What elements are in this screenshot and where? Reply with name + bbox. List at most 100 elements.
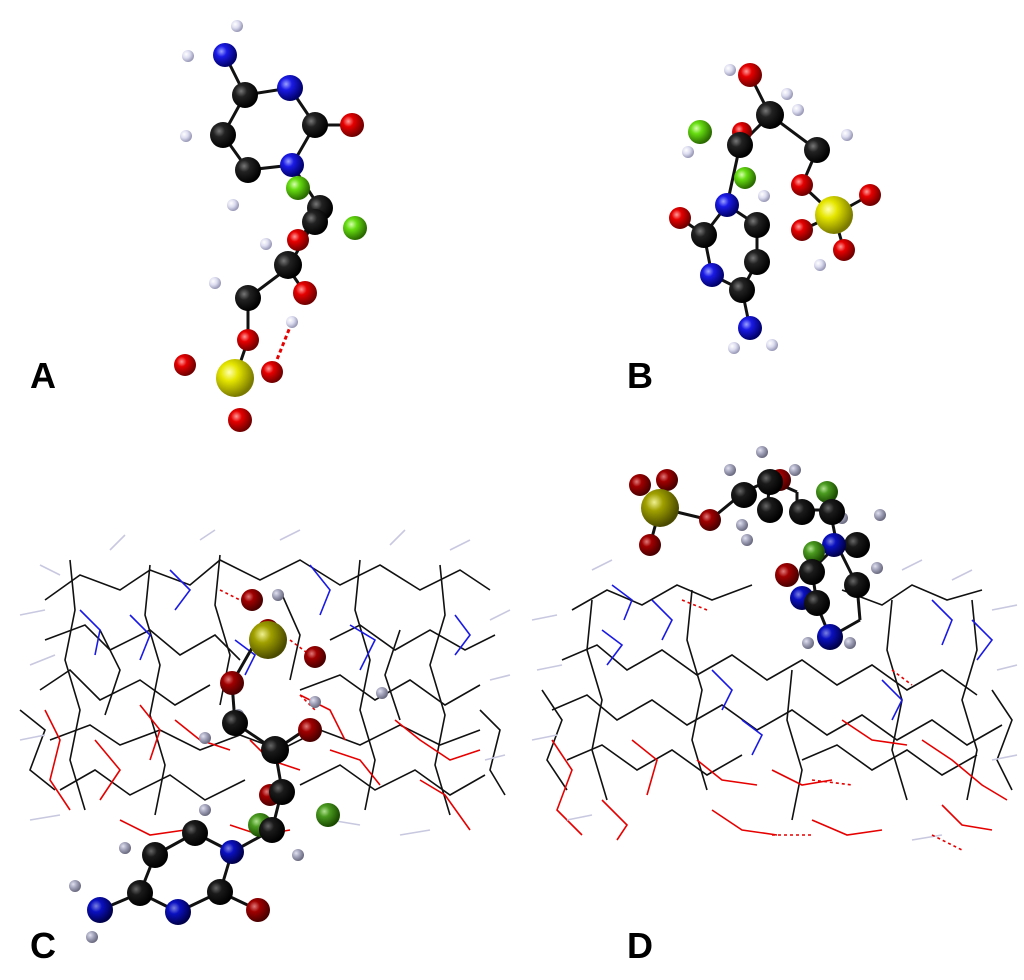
carbon-atom bbox=[222, 710, 248, 736]
hydrogen-atom bbox=[736, 519, 748, 531]
molecule-b-diagram bbox=[669, 63, 881, 354]
molecule-d-diagram bbox=[531, 446, 1018, 851]
nitrogen-atom bbox=[715, 193, 739, 217]
atoms-c bbox=[69, 589, 388, 943]
hydrogen-atom bbox=[199, 732, 211, 744]
oxygen-atom bbox=[174, 354, 196, 376]
carbon-atom bbox=[731, 482, 757, 508]
oxygen-atom bbox=[738, 63, 762, 87]
hydrogen-atom bbox=[871, 562, 883, 574]
oxygen-atom bbox=[669, 207, 691, 229]
hydrogen-atom bbox=[86, 931, 98, 943]
carbon-atom bbox=[799, 559, 825, 585]
sulfur-atom bbox=[249, 621, 287, 659]
hydrogen-atom bbox=[682, 146, 694, 158]
panel-label-a: A bbox=[30, 355, 56, 396]
nitrogen-atom bbox=[220, 840, 244, 864]
carbon-atom bbox=[844, 532, 870, 558]
hydrogen-atom bbox=[309, 696, 321, 708]
panel-b: B bbox=[512, 0, 1024, 440]
carbon-atom bbox=[269, 779, 295, 805]
hydrogen-atom bbox=[802, 637, 814, 649]
oxygen-atom bbox=[287, 229, 309, 251]
hydrogen-atom bbox=[292, 849, 304, 861]
hydrogen-atom bbox=[260, 238, 272, 250]
carbon-atom bbox=[235, 285, 261, 311]
oxygen-atom bbox=[656, 469, 678, 491]
oxygen-atom bbox=[833, 239, 855, 261]
hydrogen-atom bbox=[814, 259, 826, 271]
oxygen-atom bbox=[699, 509, 721, 531]
oxygen-atom bbox=[629, 474, 651, 496]
hydrogen-atom bbox=[286, 316, 298, 328]
atoms-b bbox=[669, 63, 881, 354]
oxygen-atom bbox=[791, 174, 813, 196]
oxygen-atom bbox=[639, 534, 661, 556]
hydrogen-atom bbox=[874, 509, 886, 521]
panel-d: D bbox=[512, 440, 1024, 980]
atoms-d bbox=[629, 446, 886, 650]
hydrogen-atom bbox=[272, 589, 284, 601]
carbon-atom bbox=[302, 112, 328, 138]
oxygen-atom bbox=[340, 113, 364, 137]
hydrogen-atom bbox=[728, 342, 740, 354]
panel-label-d: D bbox=[627, 925, 653, 966]
oxygen-atom bbox=[220, 671, 244, 695]
cyclodextrin-wireframe-d bbox=[531, 559, 1018, 851]
carbon-atom bbox=[744, 212, 770, 238]
fluorine-atom bbox=[688, 120, 712, 144]
carbon-atom bbox=[804, 590, 830, 616]
nitrogen-atom bbox=[280, 153, 304, 177]
hydrogen-atom bbox=[841, 129, 853, 141]
carbon-atom bbox=[210, 122, 236, 148]
nitrogen-atom bbox=[277, 75, 303, 101]
hydrogen-atom bbox=[209, 277, 221, 289]
nitrogen-atom bbox=[165, 899, 191, 925]
carbon-atom bbox=[142, 842, 168, 868]
oxygen-atom bbox=[791, 219, 813, 241]
carbon-atom bbox=[756, 101, 784, 129]
nitrogen-atom bbox=[822, 533, 846, 557]
hydrogen-atom bbox=[231, 20, 243, 32]
carbon-atom bbox=[232, 82, 258, 108]
oxygen-atom bbox=[228, 408, 252, 432]
carbon-atom bbox=[259, 817, 285, 843]
hydrogen-atom bbox=[741, 534, 753, 546]
nitrogen-atom bbox=[700, 263, 724, 287]
hydrogen-atom bbox=[756, 446, 768, 458]
carbon-atom bbox=[819, 499, 845, 525]
oxygen-atom bbox=[298, 718, 322, 742]
oxygen-atom bbox=[775, 563, 799, 587]
carbon-atom bbox=[789, 499, 815, 525]
fluorine-atom bbox=[816, 481, 838, 503]
carbon-atom bbox=[757, 497, 783, 523]
molecule-a-diagram bbox=[174, 20, 367, 432]
nitrogen-atom bbox=[817, 624, 843, 650]
sulfur-atom bbox=[216, 359, 254, 397]
hydrogen-atom bbox=[69, 880, 81, 892]
oxygen-atom bbox=[859, 184, 881, 206]
carbon-atom bbox=[804, 137, 830, 163]
oxygen-atom bbox=[237, 329, 259, 351]
hydrogen-atom bbox=[724, 64, 736, 76]
hydrogen-atom bbox=[844, 637, 856, 649]
hydrogen-atom bbox=[376, 687, 388, 699]
carbon-atom bbox=[127, 880, 153, 906]
hydrogen-atom bbox=[182, 50, 194, 62]
oxygen-atom bbox=[241, 589, 263, 611]
hydrogen-atom bbox=[724, 464, 736, 476]
carbon-atom bbox=[302, 209, 328, 235]
hydrogen-atom bbox=[789, 464, 801, 476]
carbon-atom bbox=[691, 222, 717, 248]
sulfur-atom bbox=[641, 489, 679, 527]
carbon-atom bbox=[844, 572, 870, 598]
oxygen-atom bbox=[261, 361, 283, 383]
carbon-atom bbox=[207, 879, 233, 905]
panel-c: C bbox=[0, 440, 512, 980]
bonds-c bbox=[99, 619, 306, 914]
fluorine-atom bbox=[343, 216, 367, 240]
nitrogen-atom bbox=[87, 897, 113, 923]
nitrogen-atom bbox=[738, 316, 762, 340]
atoms-a bbox=[174, 20, 367, 432]
hydrogen-atom bbox=[180, 130, 192, 142]
